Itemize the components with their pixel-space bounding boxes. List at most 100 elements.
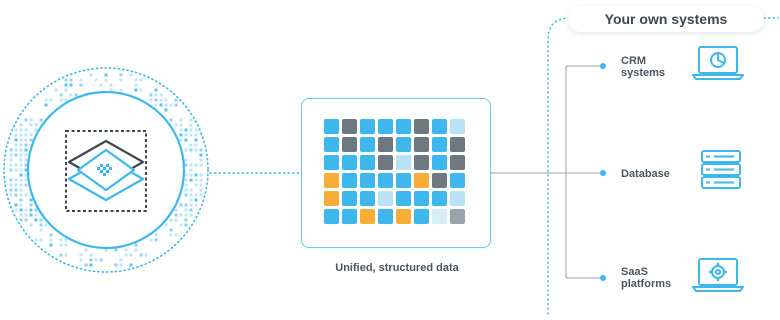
pixel-dot bbox=[24, 193, 28, 197]
pixel-dot bbox=[19, 168, 23, 172]
pixel-dot bbox=[99, 258, 103, 262]
systems-bracket bbox=[565, 65, 603, 279]
pixel-dot bbox=[174, 213, 178, 217]
pixel-dot bbox=[94, 258, 98, 262]
data-cell bbox=[396, 173, 411, 188]
pixel-dot bbox=[19, 123, 23, 127]
pixel-dot bbox=[9, 193, 13, 197]
pixel-dot bbox=[154, 98, 158, 102]
pixel-dot bbox=[64, 253, 68, 257]
pixel-dot bbox=[24, 118, 28, 122]
pixel-dot bbox=[174, 218, 178, 222]
data-cell bbox=[378, 173, 393, 188]
pixel-dot bbox=[189, 123, 193, 127]
pixel-dot bbox=[99, 83, 103, 87]
pixel-dot bbox=[24, 133, 28, 137]
pixel-dot bbox=[194, 133, 198, 137]
pixel-dot bbox=[179, 133, 183, 137]
pixel-dot bbox=[199, 153, 203, 157]
pixel-dot bbox=[14, 128, 18, 132]
pixel-dot bbox=[19, 158, 23, 162]
pixel-dot bbox=[74, 93, 78, 97]
pixel-dot bbox=[174, 103, 178, 107]
pixel-dot bbox=[19, 128, 23, 132]
data-cell bbox=[324, 173, 339, 188]
pixel-dot bbox=[34, 218, 38, 222]
data-cell bbox=[324, 191, 339, 206]
pixel-dot bbox=[199, 193, 203, 197]
pixel-dot bbox=[174, 98, 178, 102]
pixel-dot bbox=[34, 208, 38, 212]
pixel-dot bbox=[104, 73, 108, 77]
pixel-dot bbox=[194, 148, 198, 152]
pixel-dot bbox=[34, 238, 38, 242]
pixel-dot bbox=[24, 183, 28, 187]
pixel-dot bbox=[59, 243, 63, 247]
pixel-dot bbox=[189, 203, 193, 207]
pixel-dot bbox=[199, 148, 203, 152]
pixel-dot bbox=[19, 133, 23, 137]
pixel-dot bbox=[139, 88, 143, 92]
pixel-dot bbox=[189, 168, 193, 172]
pixel-dot bbox=[39, 223, 43, 227]
pixel-dot bbox=[199, 163, 203, 167]
pixel-dot bbox=[44, 98, 48, 102]
pixel-dot bbox=[69, 78, 73, 82]
pixel-dot bbox=[189, 118, 193, 122]
data-cell bbox=[342, 137, 357, 152]
pixel-dot bbox=[14, 183, 18, 187]
pixel-dot bbox=[49, 243, 53, 247]
pixel-dot bbox=[14, 168, 18, 172]
pixel-dot bbox=[179, 203, 183, 207]
pixel-dot bbox=[64, 243, 68, 247]
pixel-dot bbox=[19, 193, 23, 197]
pixel-dot bbox=[29, 133, 33, 137]
pixel-dot bbox=[184, 203, 188, 207]
data-cell bbox=[414, 209, 429, 224]
pixel-dot bbox=[119, 78, 123, 82]
data-cell bbox=[432, 173, 447, 188]
pixel-dot bbox=[24, 218, 28, 222]
pixel-dot bbox=[19, 188, 23, 192]
pixel-dot bbox=[199, 188, 203, 192]
pixel-dot bbox=[24, 148, 28, 152]
pixel-dot bbox=[9, 148, 13, 152]
pixel-dot bbox=[119, 88, 123, 92]
pixel-dot bbox=[14, 138, 18, 142]
pixel-dot bbox=[29, 203, 33, 207]
pixel-dot bbox=[189, 128, 193, 132]
data-cell bbox=[324, 209, 339, 224]
pixel-dot bbox=[184, 133, 188, 137]
database-label-line1: Database bbox=[621, 168, 670, 180]
pixel-dot bbox=[39, 238, 43, 242]
unified-data-card bbox=[301, 98, 491, 248]
data-cell bbox=[324, 119, 339, 134]
data-cell bbox=[360, 119, 375, 134]
pixel-dot bbox=[154, 238, 158, 242]
data-cell bbox=[324, 137, 339, 152]
pixel-dot bbox=[184, 188, 188, 192]
pixel-dot bbox=[14, 163, 18, 167]
crm-node-dot bbox=[600, 63, 606, 69]
pixel-dot bbox=[134, 78, 138, 82]
pixel-dot bbox=[19, 173, 23, 177]
pixel-dot bbox=[184, 183, 188, 187]
pixel-dot bbox=[119, 73, 123, 77]
layers-stack-icon bbox=[65, 130, 147, 212]
pixel-dot bbox=[184, 213, 188, 217]
pixel-dot bbox=[44, 223, 48, 227]
pixel-dot bbox=[9, 178, 13, 182]
pixel-dot bbox=[119, 258, 123, 262]
pixel-dot bbox=[24, 208, 28, 212]
laptop-pie-chart-icon bbox=[692, 46, 744, 80]
crm-label-line2: systems bbox=[621, 67, 666, 79]
pixel-dot bbox=[64, 88, 68, 92]
pixel-dot bbox=[149, 98, 153, 102]
pixel-dot bbox=[184, 128, 188, 132]
pixel-dot bbox=[29, 118, 33, 122]
data-grid bbox=[324, 119, 465, 224]
pixel-dot bbox=[9, 188, 13, 192]
data-cell bbox=[396, 119, 411, 134]
pixel-dot bbox=[189, 178, 193, 182]
pixel-dot bbox=[149, 93, 153, 97]
